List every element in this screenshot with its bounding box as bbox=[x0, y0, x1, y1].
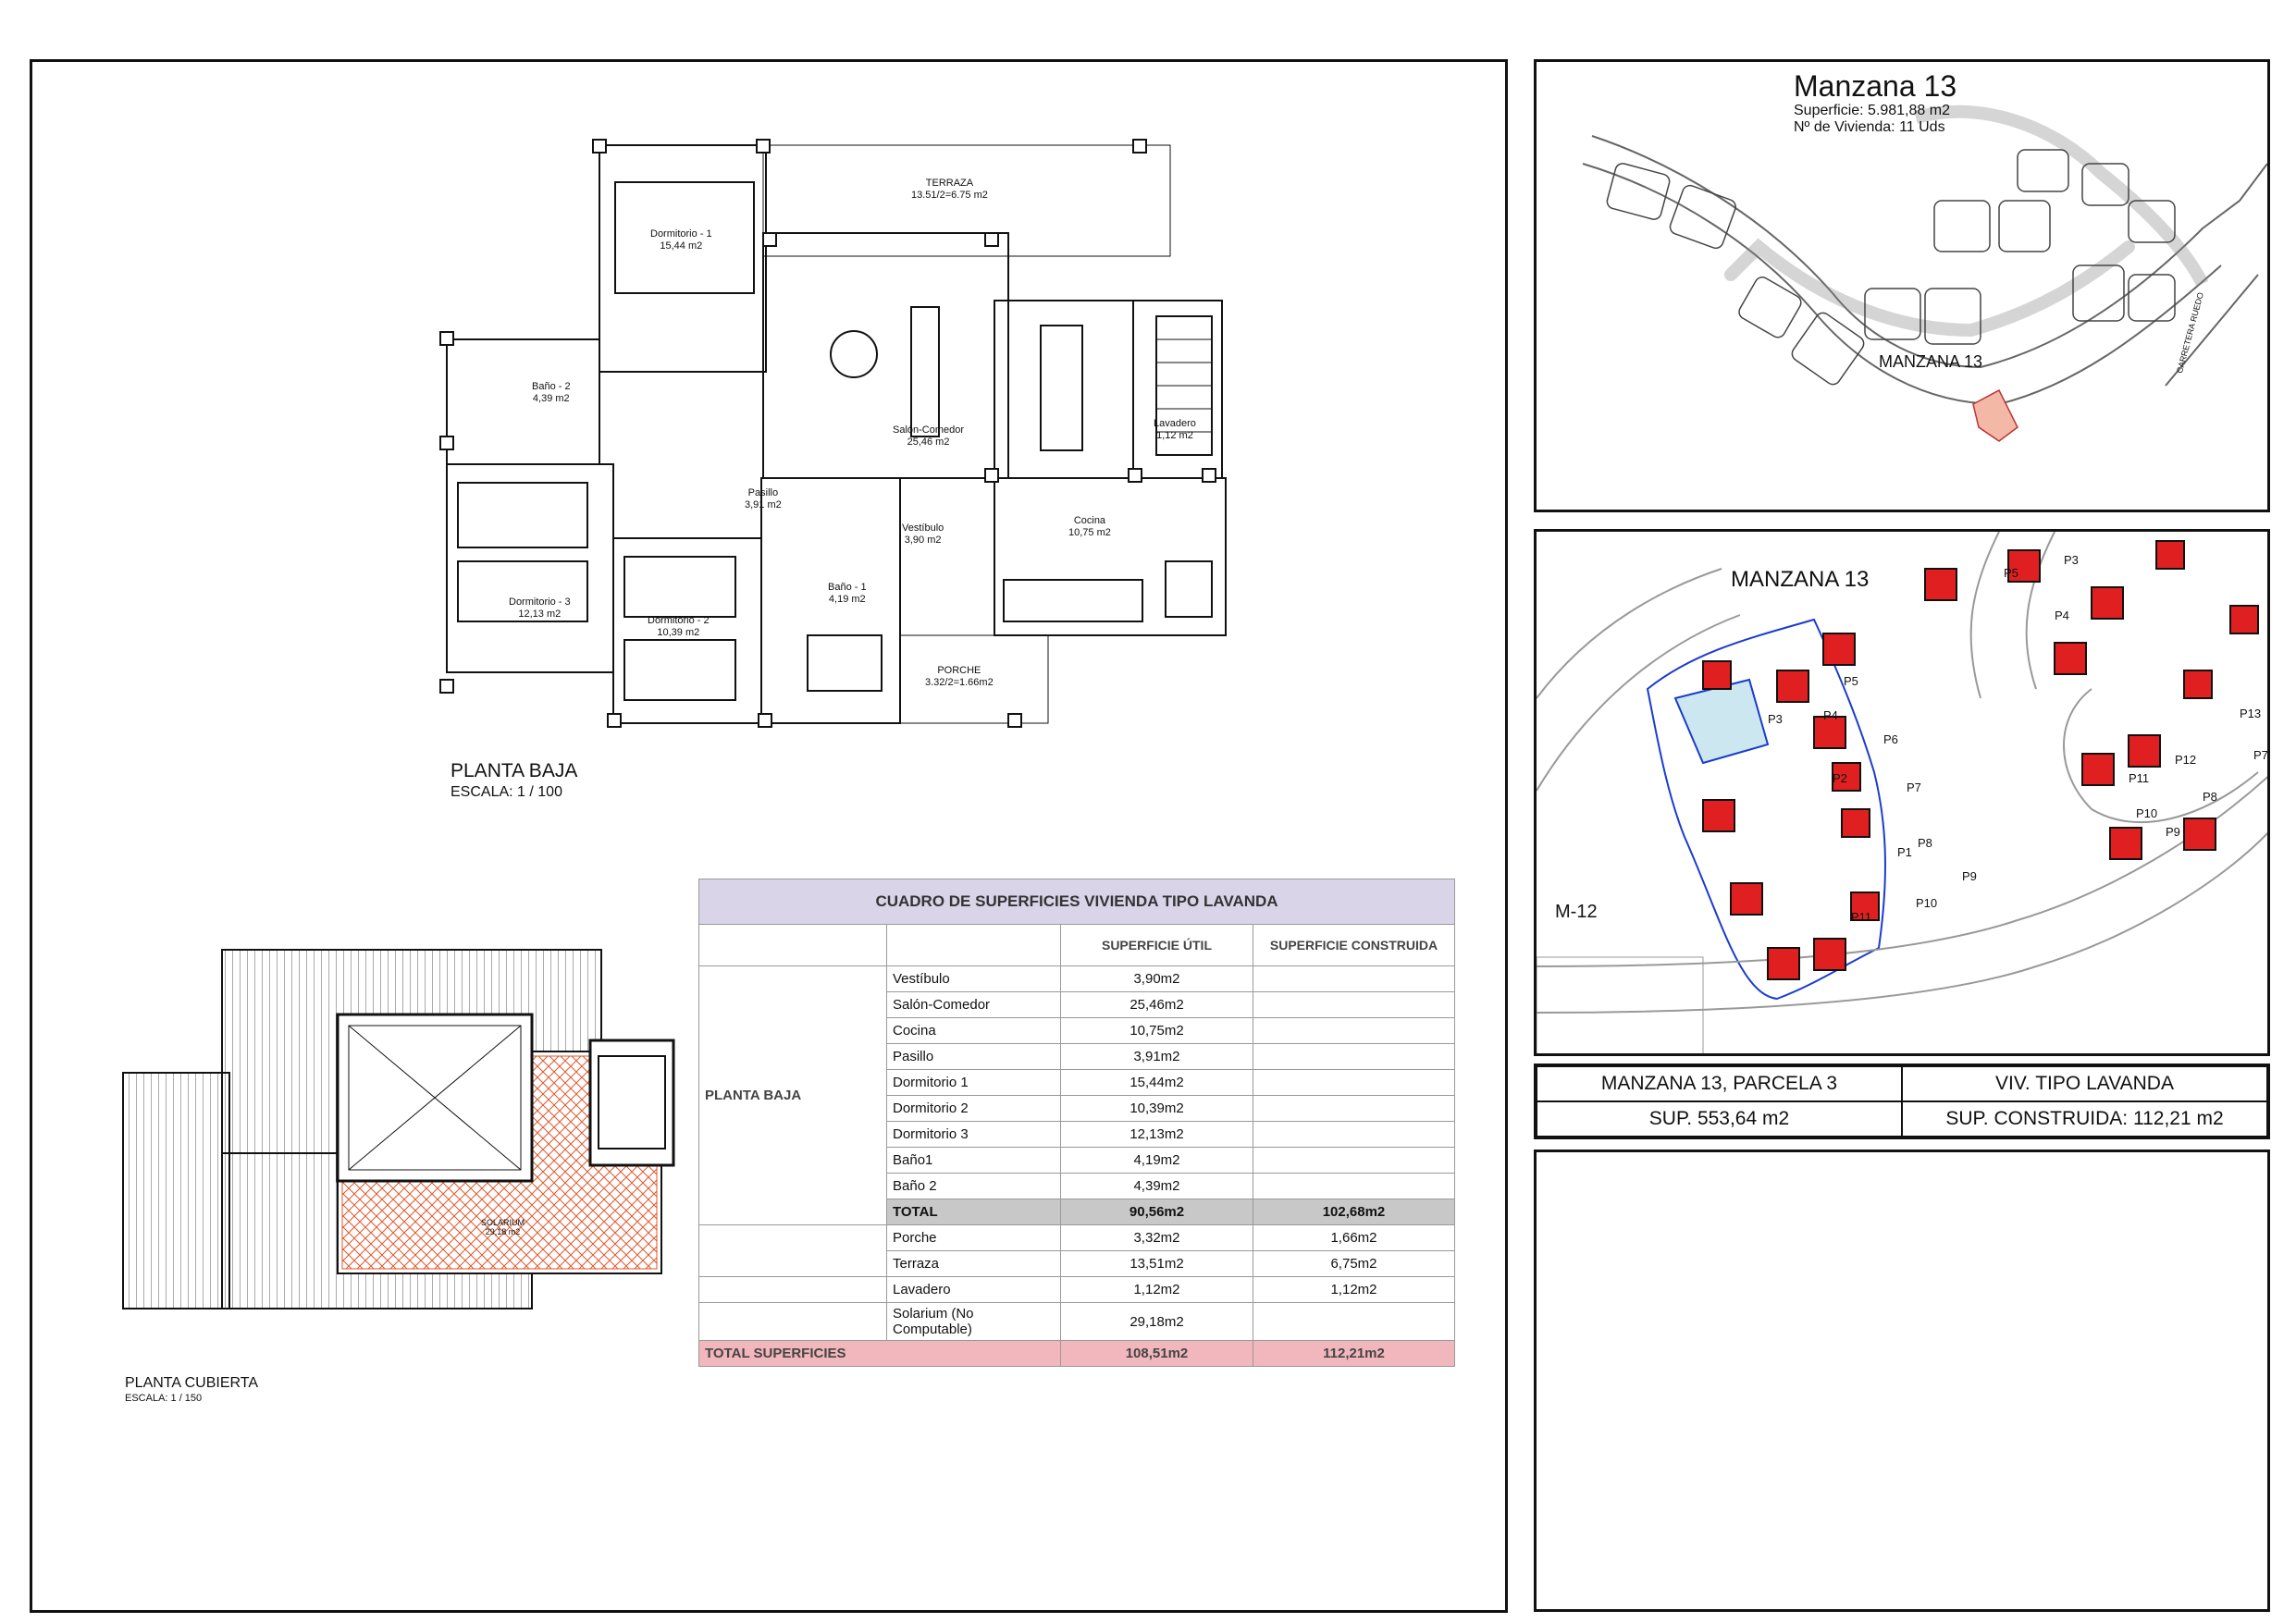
dining-table bbox=[1040, 325, 1083, 451]
stove bbox=[1165, 560, 1213, 618]
bed-2a bbox=[623, 556, 736, 618]
parcel-p8: P8 bbox=[1918, 836, 1932, 850]
parcel-p1: P1 bbox=[1897, 845, 1912, 859]
ground-floor-plan bbox=[439, 139, 1227, 728]
wall-living bbox=[762, 232, 1009, 479]
porch-outline bbox=[899, 634, 1049, 724]
other-parcel-p9: P9 bbox=[2166, 825, 2180, 839]
wall-dining bbox=[994, 300, 1134, 479]
site-map bbox=[1582, 105, 2267, 442]
parcel-p9: P9 bbox=[1962, 869, 1977, 883]
wall-bedroom1 bbox=[599, 144, 767, 373]
bed-2b bbox=[623, 639, 736, 701]
other-parcel-p4: P4 bbox=[2055, 609, 2069, 622]
table-caption: CUADRO DE SUPERFICIES VIVIENDA TIPO LAVA… bbox=[698, 879, 1455, 925]
other-parcel-p7: P7 bbox=[2253, 748, 2268, 762]
roof-title: PLANTA CUBIERTA bbox=[125, 1375, 259, 1391]
detail-map-panel: MANZANA 13 M-12 P1 P2 P3 P4 P5 P6 P7 P8 … bbox=[1534, 529, 2270, 1056]
other-parcel-p10: P10 bbox=[2136, 806, 2158, 820]
other-parcel-p13: P13 bbox=[2240, 707, 2262, 720]
terrace-outline bbox=[762, 144, 1171, 257]
detail-map bbox=[1537, 532, 2267, 1053]
other-parcel-p11: P11 bbox=[2129, 771, 2150, 785]
site-map-title: Manzana 13 bbox=[1794, 69, 1957, 103]
ground-floor-title: PLANTA BAJA bbox=[451, 760, 578, 781]
parcel-p10: P10 bbox=[1916, 896, 1938, 910]
roof-scale: ESCALA: 1 / 150 bbox=[125, 1393, 203, 1404]
wall-bath2 bbox=[446, 338, 600, 465]
other-parcel-p12: P12 bbox=[2175, 753, 2197, 767]
table-row: Solarium (No Computable)29,18m2 bbox=[698, 1302, 1455, 1341]
other-parcel-p3: P3 bbox=[2064, 553, 2079, 567]
wall-hall bbox=[760, 477, 901, 724]
other-parcel-p5: P5 bbox=[2004, 566, 2018, 580]
other-parcel-p8: P8 bbox=[2203, 790, 2217, 804]
summary-house-type: VIV. TIPO LAVANDA bbox=[1902, 1066, 2267, 1101]
site-map-units: Nº de Vivienda: 11 Uds bbox=[1794, 119, 1945, 135]
parcel-p6: P6 bbox=[1883, 732, 1898, 746]
summary-plot-area: SUP. 553,64 m2 bbox=[1537, 1101, 1902, 1137]
parcel-p4: P4 bbox=[1823, 708, 1838, 722]
coffee-table bbox=[830, 330, 878, 378]
sofa bbox=[910, 306, 940, 437]
bed-3b bbox=[457, 560, 588, 622]
wall-stairs bbox=[1132, 300, 1223, 479]
blank-panel bbox=[1534, 1150, 2270, 1612]
parcel-p7: P7 bbox=[1907, 781, 1921, 794]
areas-table: CUADRO DE SUPERFICIES VIVIENDA TIPO LAVA… bbox=[698, 879, 1455, 1367]
detail-map-title: MANZANA 13 bbox=[1731, 567, 1870, 592]
summary-block-parcel: MANZANA 13, PARCELA 3 bbox=[1537, 1066, 1902, 1101]
site-map-block-label: MANZANA 13 bbox=[1879, 352, 1983, 371]
summary-built-area: SUP. CONSTRUIDA: 112,21 m2 bbox=[1902, 1101, 2267, 1137]
group-label: PLANTA BAJA bbox=[698, 965, 887, 1225]
site-map-surface: Superficie: 5.981,88 m2 bbox=[1794, 103, 1950, 118]
col-built-header: SUPERFICIE CONSTRUIDA bbox=[1253, 924, 1455, 966]
site-map-panel: Manzana 13 Superficie: 5.981,88 m2 Nº de… bbox=[1534, 59, 2270, 512]
wall-kitchen bbox=[994, 477, 1227, 636]
parcel-summary: MANZANA 13, PARCELA 3 VIV. TIPO LAVANDA … bbox=[1534, 1064, 2270, 1139]
bed-1 bbox=[614, 181, 755, 294]
kitchen-counter bbox=[1003, 579, 1143, 622]
ground-floor-scale: ESCALA: 1 / 100 bbox=[451, 784, 562, 800]
bed-3a bbox=[457, 482, 588, 548]
parcel-p11: P11 bbox=[1851, 910, 1872, 924]
detail-map-neighbor: M-12 bbox=[1555, 902, 1598, 922]
col-useful-header: SUPERFICIE ÚTIL bbox=[1060, 924, 1253, 966]
parcel-p5: P5 bbox=[1844, 674, 1858, 688]
parcel-p2: P2 bbox=[1833, 771, 1847, 785]
parcel-p3: P3 bbox=[1768, 712, 1783, 726]
bathtub bbox=[807, 634, 883, 692]
